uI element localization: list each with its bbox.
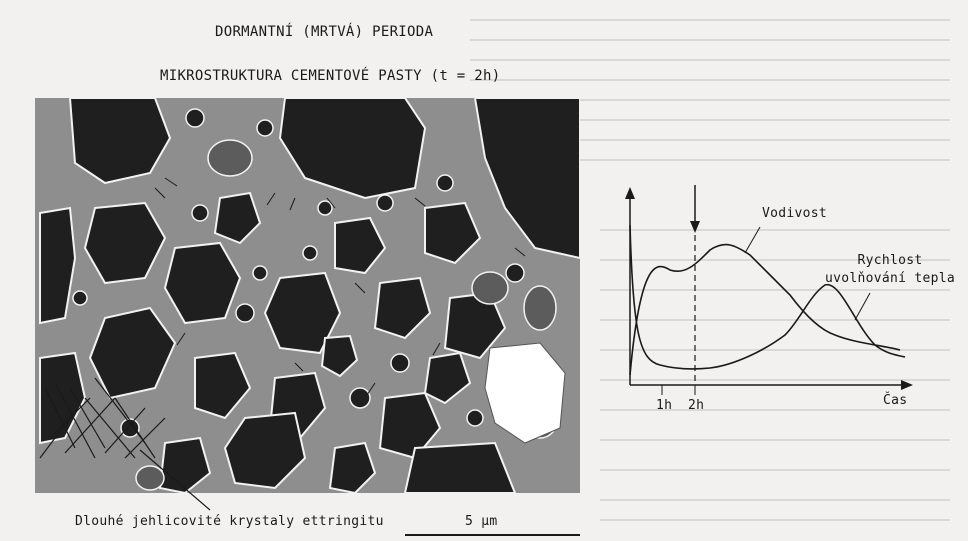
x-axis-arrow [901, 380, 913, 390]
series-label-heat: Rychlost uvolňování tepla [820, 252, 960, 288]
y-axis-arrow [625, 187, 635, 199]
series-label-vodivost: Vodivost [762, 206, 827, 221]
marker-2h-arrowhead [690, 221, 700, 233]
tick-label-1h: 1h [656, 398, 672, 413]
ettringite-caption: Dlouhé jehlicovité krystaly ettringitu [75, 514, 384, 529]
leader-heat [855, 293, 870, 320]
series-heat [630, 225, 905, 369]
figure-title-line2: MIKROSTRUKTURA CEMENTOVÉ PASTY (t = 2h) [160, 68, 500, 84]
cement-paste-microstructure [35, 98, 580, 493]
figure-title-line1: DORMANTNÍ (MRTVÁ) PERIODA [215, 24, 433, 40]
leader-vodivost [745, 227, 760, 253]
tick-label-2h: 2h [688, 398, 704, 413]
x-axis-label: Čas [883, 393, 907, 408]
scale-label: 5 µm [465, 514, 498, 529]
